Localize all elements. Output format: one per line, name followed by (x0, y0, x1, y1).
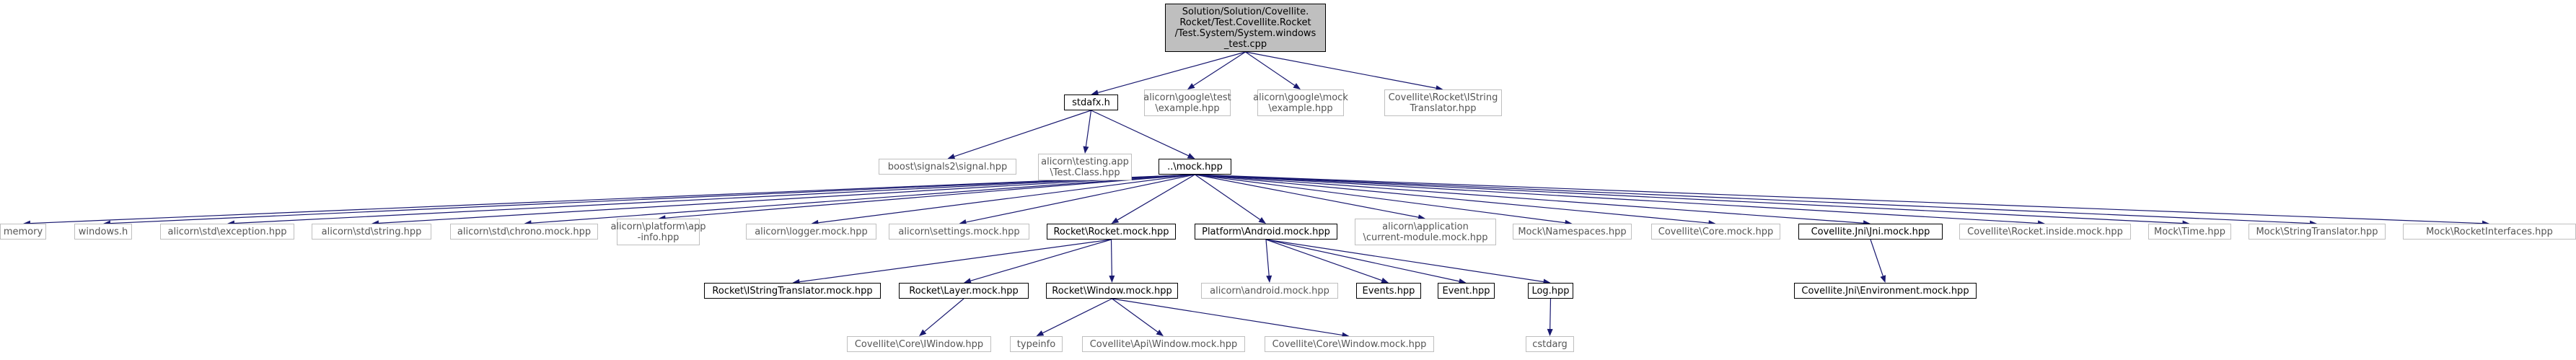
edge-mock-to-curmod (1195, 174, 1419, 218)
edge-mock-to-rint (1195, 174, 2483, 224)
graph-node-core: Covellite\Core.mock.hpp (1651, 224, 1780, 240)
edge-android-to-log (1265, 239, 1544, 283)
graph-node-rint: Mock\RocketInterfaces.hpp (2403, 224, 2576, 240)
edge-stdafx-to-boost (954, 110, 1091, 157)
edge-layer-to-ciwin (924, 298, 964, 333)
edge-arrowhead-root-to-g_mock (1293, 83, 1301, 89)
graph-node-log[interactable]: Log.hpp (1528, 283, 1573, 299)
graph-node-stdafx[interactable]: stdafx.h (1064, 95, 1118, 110)
graph-node-jni[interactable]: Covellite.Jni\Jni.mock.hpp (1798, 224, 1943, 240)
edge-android-to-aandroid (1265, 239, 1270, 276)
graph-node-root[interactable]: Solution/Solution/Covellite. Rocket/Test… (1165, 4, 1326, 52)
edge-mock-to-chrono (531, 174, 1195, 224)
graph-node-g_mock: alicorn\google\mock \example.hpp (1253, 89, 1348, 116)
edge-mock-to-core (1195, 174, 1709, 224)
edge-arrowhead-stdafx-to-testapp (1083, 146, 1089, 154)
edge-stdafx-to-mock (1091, 110, 1189, 157)
graph-node-layer[interactable]: Rocket\Layer.mock.hpp (899, 283, 1029, 299)
graph-node-events[interactable]: Events.hpp (1356, 283, 1421, 299)
edge-arrowhead-android-to-aandroid (1266, 275, 1272, 283)
edge-mock-to-logger (818, 174, 1195, 224)
graph-node-str: alicorn\std\string.hpp (312, 224, 431, 240)
graph-node-android[interactable]: Platform\Android.mock.hpp (1195, 224, 1337, 240)
graph-node-strtr: Mock\StringTranslator.hpp (2248, 224, 2386, 240)
edge-android-to-event (1265, 239, 1459, 282)
edge-rwin-to-corewin (1112, 298, 1342, 336)
graph-node-istr: Covellite\Rocket\IString Translator.hpp (1384, 89, 1502, 116)
edge-arrowhead-stdafx-to-mock (1187, 153, 1195, 159)
edge-mock-to-strtr (1195, 174, 2311, 224)
edge-arrowhead-mock-to-android (1258, 217, 1266, 224)
edge-mock-to-mns (1195, 174, 1565, 224)
graph-node-exc: alicorn\std\exception.hpp (160, 224, 294, 240)
edge-arrowhead-root-to-g_test (1187, 83, 1195, 89)
edge-arrowhead-stdafx-to-boost (947, 154, 956, 159)
graph-node-ciwin: Covellite\Core\IWindow.hpp (847, 336, 991, 352)
edge-mock-to-windows (110, 174, 1195, 224)
graph-node-rwin[interactable]: Rocket\Window.mock.hpp (1046, 283, 1178, 299)
edge-arrowhead-rocket-to-rwin (1109, 275, 1115, 283)
edge-root-to-g_test (1193, 51, 1246, 87)
edge-arrowhead-mock-to-settings (959, 219, 967, 225)
graph-node-apiwin: Covellite\Api\Window.mock.hpp (1082, 336, 1245, 352)
edge-arrowhead-jni-to-env (1880, 275, 1886, 283)
edge-stdafx-to-testapp (1085, 110, 1092, 147)
edge-arrowhead-root-to-stdafx (1091, 89, 1099, 96)
graph-node-aandroid: alicorn\android.mock.hpp (1201, 283, 1338, 299)
edge-root-to-stdafx (1097, 51, 1246, 93)
edge-mock-to-rocket (1117, 174, 1195, 221)
edge-mock-to-str (378, 174, 1195, 224)
graph-node-typeinfo: typeinfo (1010, 336, 1063, 352)
graph-node-memory: memory (0, 224, 46, 240)
edge-mock-to-appinfo (665, 174, 1195, 219)
edge-arrowhead-rwin-to-typeinfo (1036, 330, 1045, 336)
edge-mock-to-time (1195, 174, 2183, 224)
edge-jni-to-env (1870, 239, 1883, 276)
graph-node-mns: Mock\Namespaces.hpp (1513, 224, 1632, 240)
graph-node-mock[interactable]: ..\mock.hpp (1159, 159, 1231, 175)
graph-node-env[interactable]: Covellite.Jni\Environment.mock.hpp (1794, 283, 1977, 299)
graph-node-logger: alicorn\logger.mock.hpp (746, 224, 876, 240)
edge-rwin-to-typeinfo (1042, 298, 1112, 334)
edge-log-to-cstdarg (1549, 298, 1552, 330)
edge-mock-to-settings (966, 174, 1195, 223)
edge-mock-to-jni (1195, 174, 1864, 224)
graph-node-rinside: Covellite\Rocket.inside.mock.hpp (1959, 224, 2131, 240)
edge-arrowhead-rocket-to-layer (964, 278, 972, 284)
edge-arrowhead-rwin-to-apiwin (1156, 329, 1164, 336)
graph-node-time: Mock\Time.hpp (2148, 224, 2231, 240)
graph-node-testapp: alicorn\testing.app \Test.Class.hpp (1038, 154, 1132, 180)
edge-arrowhead-log-to-cstdarg (1547, 328, 1553, 336)
edge-rwin-to-apiwin (1112, 298, 1159, 333)
edge-mock-to-memory (30, 174, 1195, 224)
graph-node-settings: alicorn\settings.mock.hpp (889, 224, 1029, 240)
graph-node-boost: boost\signals2\signal.hpp (879, 159, 1016, 175)
graph-node-curmod: alicorn\application \current-module.mock… (1355, 219, 1496, 245)
graph-node-corewin: Covellite\Core\Window.mock.hpp (1265, 336, 1434, 352)
edge-mock-to-exc (234, 174, 1195, 224)
graph-node-windows: windows.h (74, 224, 132, 240)
edge-android-to-events (1265, 239, 1382, 281)
edge-arrowhead-mock-to-rocket (1111, 217, 1120, 224)
graph-node-event[interactable]: Event.hpp (1438, 283, 1495, 299)
edge-root-to-istr (1245, 51, 1436, 89)
edge-rocket-to-layer (970, 239, 1112, 281)
graph-node-chrono: alicorn\std\chrono.mock.hpp (450, 224, 598, 240)
edge-root-to-g_mock (1245, 51, 1296, 86)
graph-node-rocket[interactable]: Rocket\Rocket.mock.hpp (1047, 224, 1176, 240)
graph-node-cstdarg: cstdarg (1526, 336, 1574, 352)
graph-node-g_test: alicorn\google\test \example.hpp (1143, 89, 1231, 116)
edge-arrowhead-android-to-event (1458, 278, 1467, 284)
edge-mock-to-android (1195, 174, 1261, 220)
edge-arrowhead-layer-to-ciwin (919, 329, 927, 336)
edge-arrowhead-android-to-events (1381, 277, 1389, 284)
edge-rocket-to-ristr (799, 239, 1112, 283)
graph-node-appinfo: alicorn\platform\app -info.hpp (610, 219, 706, 245)
graph-node-ristr[interactable]: Rocket\IStringTranslator.mock.hpp (704, 283, 881, 299)
edge-mock-to-rinside (1195, 174, 2039, 224)
